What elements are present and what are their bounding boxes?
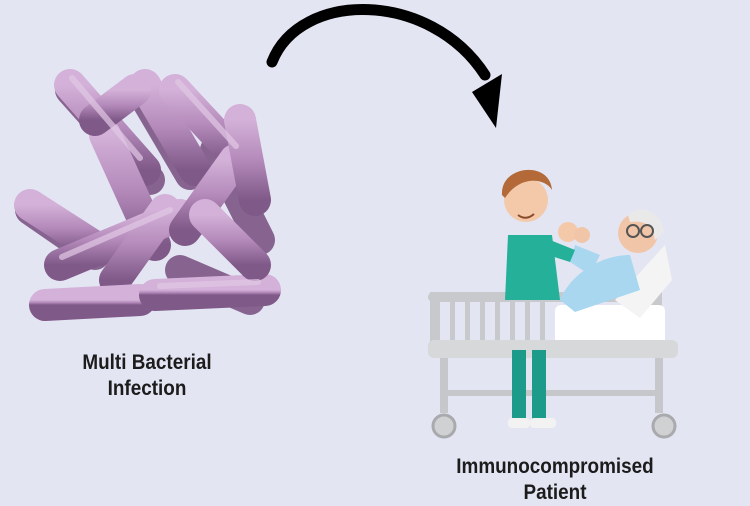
patient-label: Immunocompromised Patient	[443, 454, 668, 506]
bed-wheel-left	[431, 413, 457, 439]
curved-arrow-icon	[266, 4, 502, 128]
bed-wheel-right	[651, 413, 677, 439]
bacterial-infection-label-line2: Infection	[107, 377, 187, 400]
bacteria-highlights	[59, 75, 261, 289]
bacterial-infection-label-line1: Multi Bacterial	[82, 351, 212, 374]
patient-label-line1: Immunocompromised	[456, 455, 654, 478]
patient-label-line2: Patient	[523, 481, 587, 504]
nurse-patient-illustration	[428, 169, 678, 439]
bacteria-cluster-illustration	[14, 69, 281, 321]
nurse-head	[504, 178, 548, 222]
patient-gown	[560, 255, 640, 312]
bacterial-infection-label: Multi Bacterial Infection	[53, 350, 242, 402]
bacteria-rods-front	[14, 69, 281, 321]
nurse-scrubs	[505, 235, 560, 300]
